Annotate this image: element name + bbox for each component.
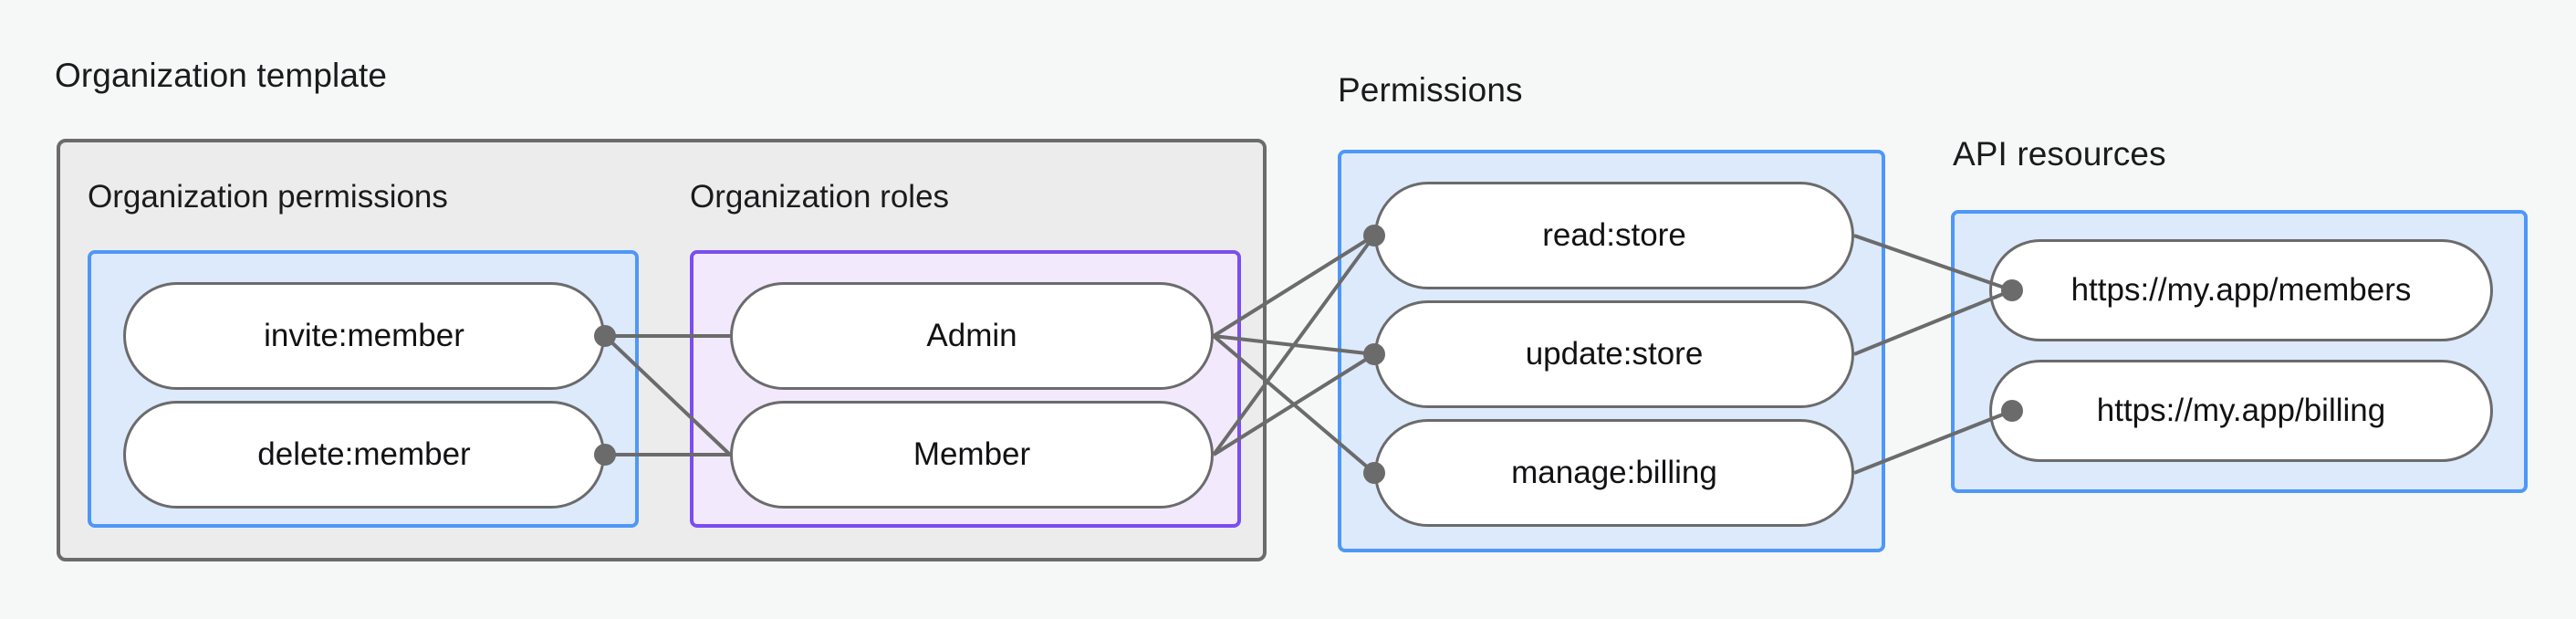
group-title-organization-template: Organization template	[55, 57, 388, 94]
node-update-store[interactable]: update:store	[1374, 300, 1854, 408]
subgroup-title-organization-roles: Organization roles	[690, 179, 950, 215]
node-read-store[interactable]: read:store	[1374, 182, 1854, 289]
group-title-api-resources: API resources	[1953, 135, 2166, 173]
group-title-permissions: Permissions	[1338, 71, 1523, 109]
node-billing-endpoint[interactable]: https://my.app/billing	[1989, 360, 2493, 462]
node-members-endpoint[interactable]: https://my.app/members	[1989, 239, 2493, 341]
node-invite-member[interactable]: invite:member	[123, 282, 605, 390]
node-member[interactable]: Member	[730, 401, 1214, 509]
subgroup-title-organization-permissions: Organization permissions	[88, 179, 448, 215]
node-delete-member[interactable]: delete:member	[123, 401, 605, 509]
node-admin[interactable]: Admin	[730, 282, 1214, 390]
node-manage-billing[interactable]: manage:billing	[1374, 419, 1854, 527]
